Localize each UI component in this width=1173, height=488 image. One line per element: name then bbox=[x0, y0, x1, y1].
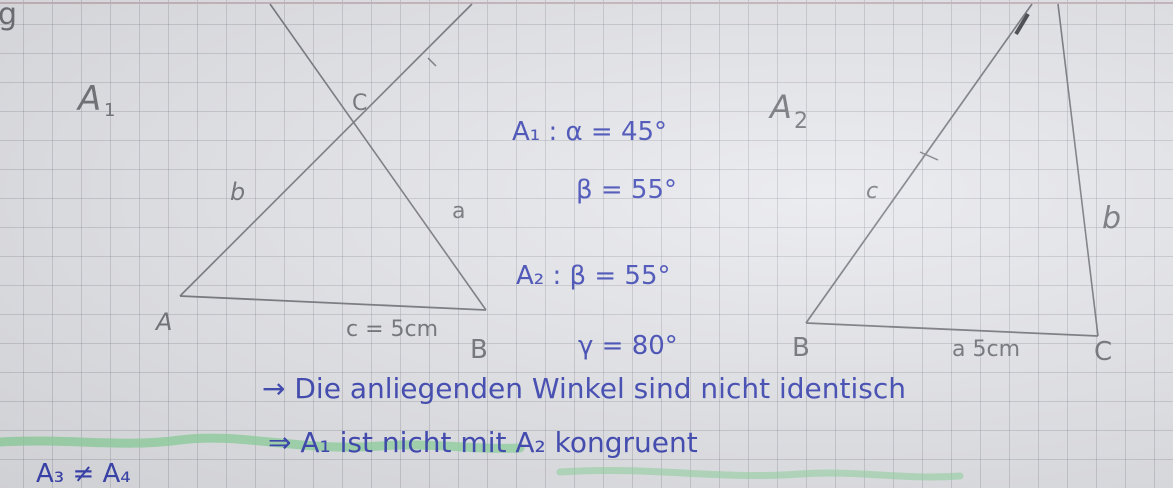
triangle-1 bbox=[179, 3, 487, 311]
triangle-2-title: A bbox=[768, 88, 792, 126]
triangle-2-side-c bbox=[805, 3, 1033, 324]
triangle-1-mark bbox=[427, 57, 437, 67]
note-a2-beta: A₂ : β = 55° bbox=[516, 261, 671, 291]
triangle-2-side-a bbox=[805, 322, 1099, 337]
triangle-1-side-b-label: b bbox=[230, 178, 245, 206]
highlighter-stroke bbox=[0, 433, 525, 453]
note-a1-beta: β = 55° bbox=[576, 175, 677, 205]
triangle-1-vertex-a: A bbox=[154, 308, 172, 336]
note-conclusion-1: → Die anliegenden Winkel sind nicht iden… bbox=[262, 372, 906, 405]
triangle-1-title-sub: 1 bbox=[104, 100, 115, 121]
triangle-1-vertex-c: C bbox=[352, 91, 367, 116]
triangle-1-vertex-b: B bbox=[470, 335, 488, 365]
note-a2-gamma: γ = 80° bbox=[578, 331, 678, 361]
note-conclusion-2: ⇒ A₁ ist nicht mit A₂ kongruent bbox=[268, 426, 698, 459]
triangle-2-vertex-b: B bbox=[792, 333, 810, 363]
note-a1-alpha: A₁ : α = 45° bbox=[512, 117, 667, 147]
triangle-2 bbox=[805, 3, 1099, 337]
triangle-1-side-c-label: c = 5cm bbox=[346, 317, 438, 342]
triangle-1-side-a-label: a bbox=[452, 199, 465, 224]
triangle-2-side-b bbox=[1057, 3, 1099, 337]
page-header-fragment: g bbox=[0, 0, 17, 32]
triangle-2-side-c-label: c bbox=[866, 179, 878, 204]
triangle-2-side-b-label: b bbox=[1102, 201, 1121, 236]
triangle-2-title-sub: 2 bbox=[794, 109, 808, 134]
triangle-1-title: A bbox=[76, 79, 101, 119]
highlighter-stroke-2 bbox=[556, 466, 964, 481]
triangle-1-side-c bbox=[179, 295, 487, 311]
triangle-1-side-b bbox=[179, 3, 473, 297]
triangle-2-vertex-c: C bbox=[1094, 337, 1112, 367]
triangle-2-mark bbox=[919, 151, 939, 161]
triangle-2-side-a-label: a 5cm bbox=[952, 337, 1020, 362]
triangle-2-pencil-smudge bbox=[1014, 12, 1030, 36]
triangle-1-side-a bbox=[269, 3, 487, 311]
note-bottom-left: A₃ ≠ A₄ bbox=[36, 459, 131, 488]
